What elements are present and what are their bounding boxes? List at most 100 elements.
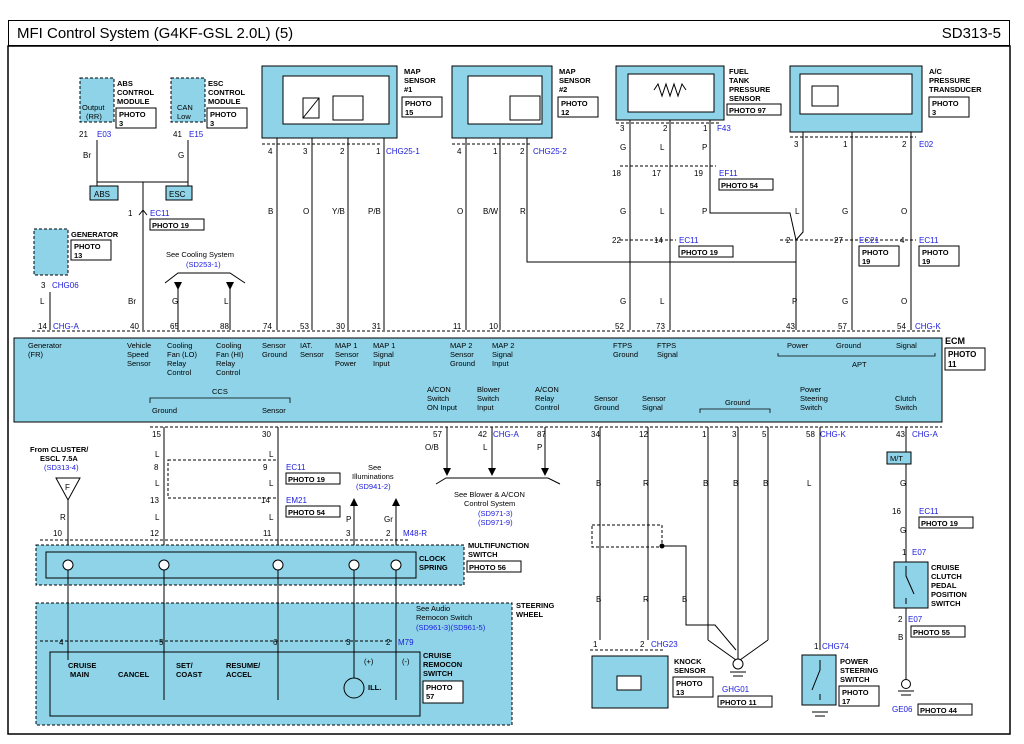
lbl-aconrelay-3: Control — [535, 403, 560, 412]
map1-diag — [302, 97, 320, 119]
esc-tag — [165, 185, 193, 201]
wire-ftps-l2-color: L — [660, 207, 665, 216]
lbl-pss-2: Steering — [800, 394, 828, 403]
steering-name-2: WHEEL — [516, 610, 544, 619]
lbl-fanlo-3: Relay — [167, 359, 186, 368]
ec11-a-chevron — [138, 209, 148, 216]
lbl-aconsw-2: Switch — [427, 394, 449, 403]
abs-tag — [89, 185, 119, 201]
wire-esc-color: G — [178, 151, 184, 160]
map2-photo-2: 12 — [561, 108, 569, 117]
abs-photo: PHOTO — [119, 110, 146, 119]
mt-label: M/T — [890, 454, 903, 463]
knock-photo-2: 13 — [676, 688, 684, 697]
lbl-ftpssig: FTPS — [657, 341, 676, 350]
wire-vss-color: Br — [128, 297, 136, 306]
ec11-clutch-photo: PHOTO 19 — [921, 519, 958, 528]
clutch-photo-box — [910, 625, 966, 638]
wire-map2-o-color: O — [457, 207, 463, 216]
apt-photo-2: 3 — [932, 108, 936, 117]
diagram-frame — [7, 45, 1011, 735]
map2-name: MAP — [559, 67, 576, 76]
pin-57: 57 — [838, 322, 847, 331]
blower-bracket — [435, 477, 561, 485]
lbl-blower: Blower — [477, 385, 500, 394]
abs-name-2: CONTROL — [117, 88, 154, 97]
lbl-clutchsw: Clutch — [895, 394, 916, 403]
wire-map2-r-color: R — [520, 207, 526, 216]
lbl-ftpsgnd-2: Ground — [613, 350, 638, 359]
cs-pin10: 10 — [53, 529, 62, 538]
ef11-photo-box — [718, 178, 774, 191]
clutch-photo: PHOTO 55 — [913, 628, 950, 637]
see-blower-code: (SD971-3) — [478, 509, 513, 518]
ftps-name-3: PRESSURE — [729, 85, 770, 94]
ec11-a-photo-box — [149, 218, 205, 231]
cs-terminal-4 — [348, 559, 360, 571]
map1-pins: 4 3 2 1 — [268, 147, 381, 156]
lpin-12: 12 — [639, 430, 648, 439]
sw-cancel: CANCEL — [118, 670, 150, 679]
sw-coast: COAST — [176, 670, 203, 679]
ftps-photo: PHOTO 97 — [729, 106, 766, 115]
abs-name-3: MODULE — [117, 97, 150, 106]
clutch-pin1: 1 — [902, 548, 907, 557]
ef11-pin17: 17 — [652, 169, 661, 178]
ftps-name: FUEL — [729, 67, 749, 76]
esc-photo-2: 3 — [210, 119, 214, 128]
pin-74: 74 — [263, 322, 272, 331]
map1-photo-2: 15 — [405, 108, 413, 117]
see-blower-code-2: (SD971-9) — [478, 518, 513, 527]
esc-inner: CAN — [177, 103, 193, 112]
map2-name-2: SENSOR — [559, 76, 591, 85]
m79-pin6: 6 — [273, 638, 278, 647]
apt-photo-box — [928, 96, 970, 118]
lbl-map2gnd: MAP 2 — [450, 341, 472, 350]
esc-tag-text: ESC — [169, 190, 186, 199]
wire-ccs-l1: L — [155, 450, 160, 459]
wire-ftps-g3-color: G — [620, 297, 626, 306]
ec21-label: EC21 — [859, 236, 880, 245]
remocon-name: CRUISE — [423, 651, 451, 660]
lbl-apt-signal: Signal — [896, 341, 917, 350]
clock-spring: CLOCK SPRING MULTIFUNCTION SWITCH PHOTO … — [35, 541, 529, 586]
knock-pin1: 1 — [593, 640, 598, 649]
wire-map1-pb-color: P/B — [368, 207, 381, 216]
wire-clutch-g2-color: G — [900, 526, 906, 535]
clutch-name-4: POSITION — [931, 590, 967, 599]
pss-switch-icon — [811, 660, 821, 700]
title-bar: MFI Control System (G4KF-GSL 2.0L) (5) S… — [8, 20, 1010, 46]
pin-73: 73 — [656, 322, 665, 331]
chga-blower: CHG-A — [493, 430, 519, 439]
ge06-label: GE06 — [892, 705, 913, 714]
lbl-map1pwr-2: Sensor — [335, 350, 359, 359]
wire-apt-g2-color: G — [842, 297, 848, 306]
lbl-fanlo-2: Fan (LO) — [167, 350, 198, 359]
lbl-fanhi: Cooling — [216, 341, 241, 350]
ge06-ground-icon — [901, 679, 911, 689]
ghg01-photo: PHOTO 11 — [720, 698, 757, 707]
pin-14: 14 — [38, 322, 47, 331]
ge06-photo-box — [917, 703, 973, 716]
lpin-5: 5 — [762, 430, 767, 439]
clutch-name-2: CLUTCH — [931, 572, 962, 581]
pin-54: 54 — [897, 322, 906, 331]
lpin-42: 42 — [478, 430, 487, 439]
pss-conn: CHG74 — [822, 642, 849, 651]
steering-name: STEERING — [516, 601, 555, 610]
clutch-conn-bot: E07 — [908, 615, 923, 624]
clutch-name-3: PEDAL — [931, 581, 957, 590]
clutch-conn-top: E07 — [912, 548, 927, 557]
wire-ccs-l2: L — [269, 450, 274, 459]
see-cooling: See Cooling System — [166, 250, 234, 259]
cs-name: MULTIFUNCTION — [468, 541, 529, 550]
wire-illum-p-color: P — [346, 515, 351, 524]
ec21-pin27: 27 — [834, 236, 843, 245]
ftps-pins: 3 2 1 — [620, 124, 708, 133]
from-cluster-code: (SD313-4) — [44, 463, 79, 472]
m79-label: M79 — [398, 638, 414, 647]
esc-photo: PHOTO — [210, 110, 237, 119]
pss-photo-2: 17 — [842, 697, 850, 706]
pss-photo-box — [838, 685, 880, 707]
wire-fanlo-color: G — [172, 297, 178, 306]
